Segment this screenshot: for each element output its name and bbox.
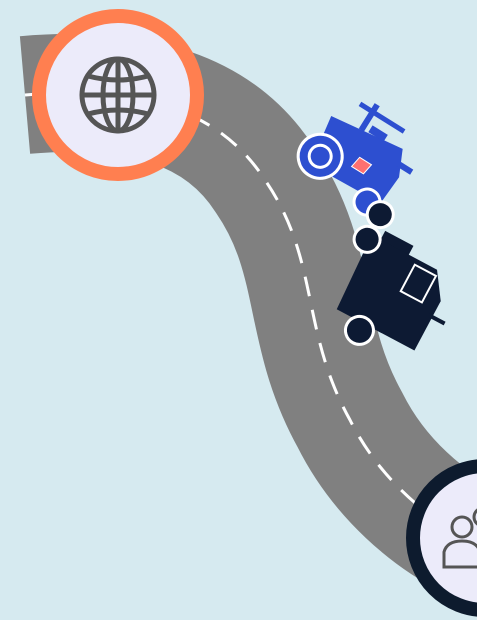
node-start [39,16,197,174]
globe-icon [82,59,154,131]
